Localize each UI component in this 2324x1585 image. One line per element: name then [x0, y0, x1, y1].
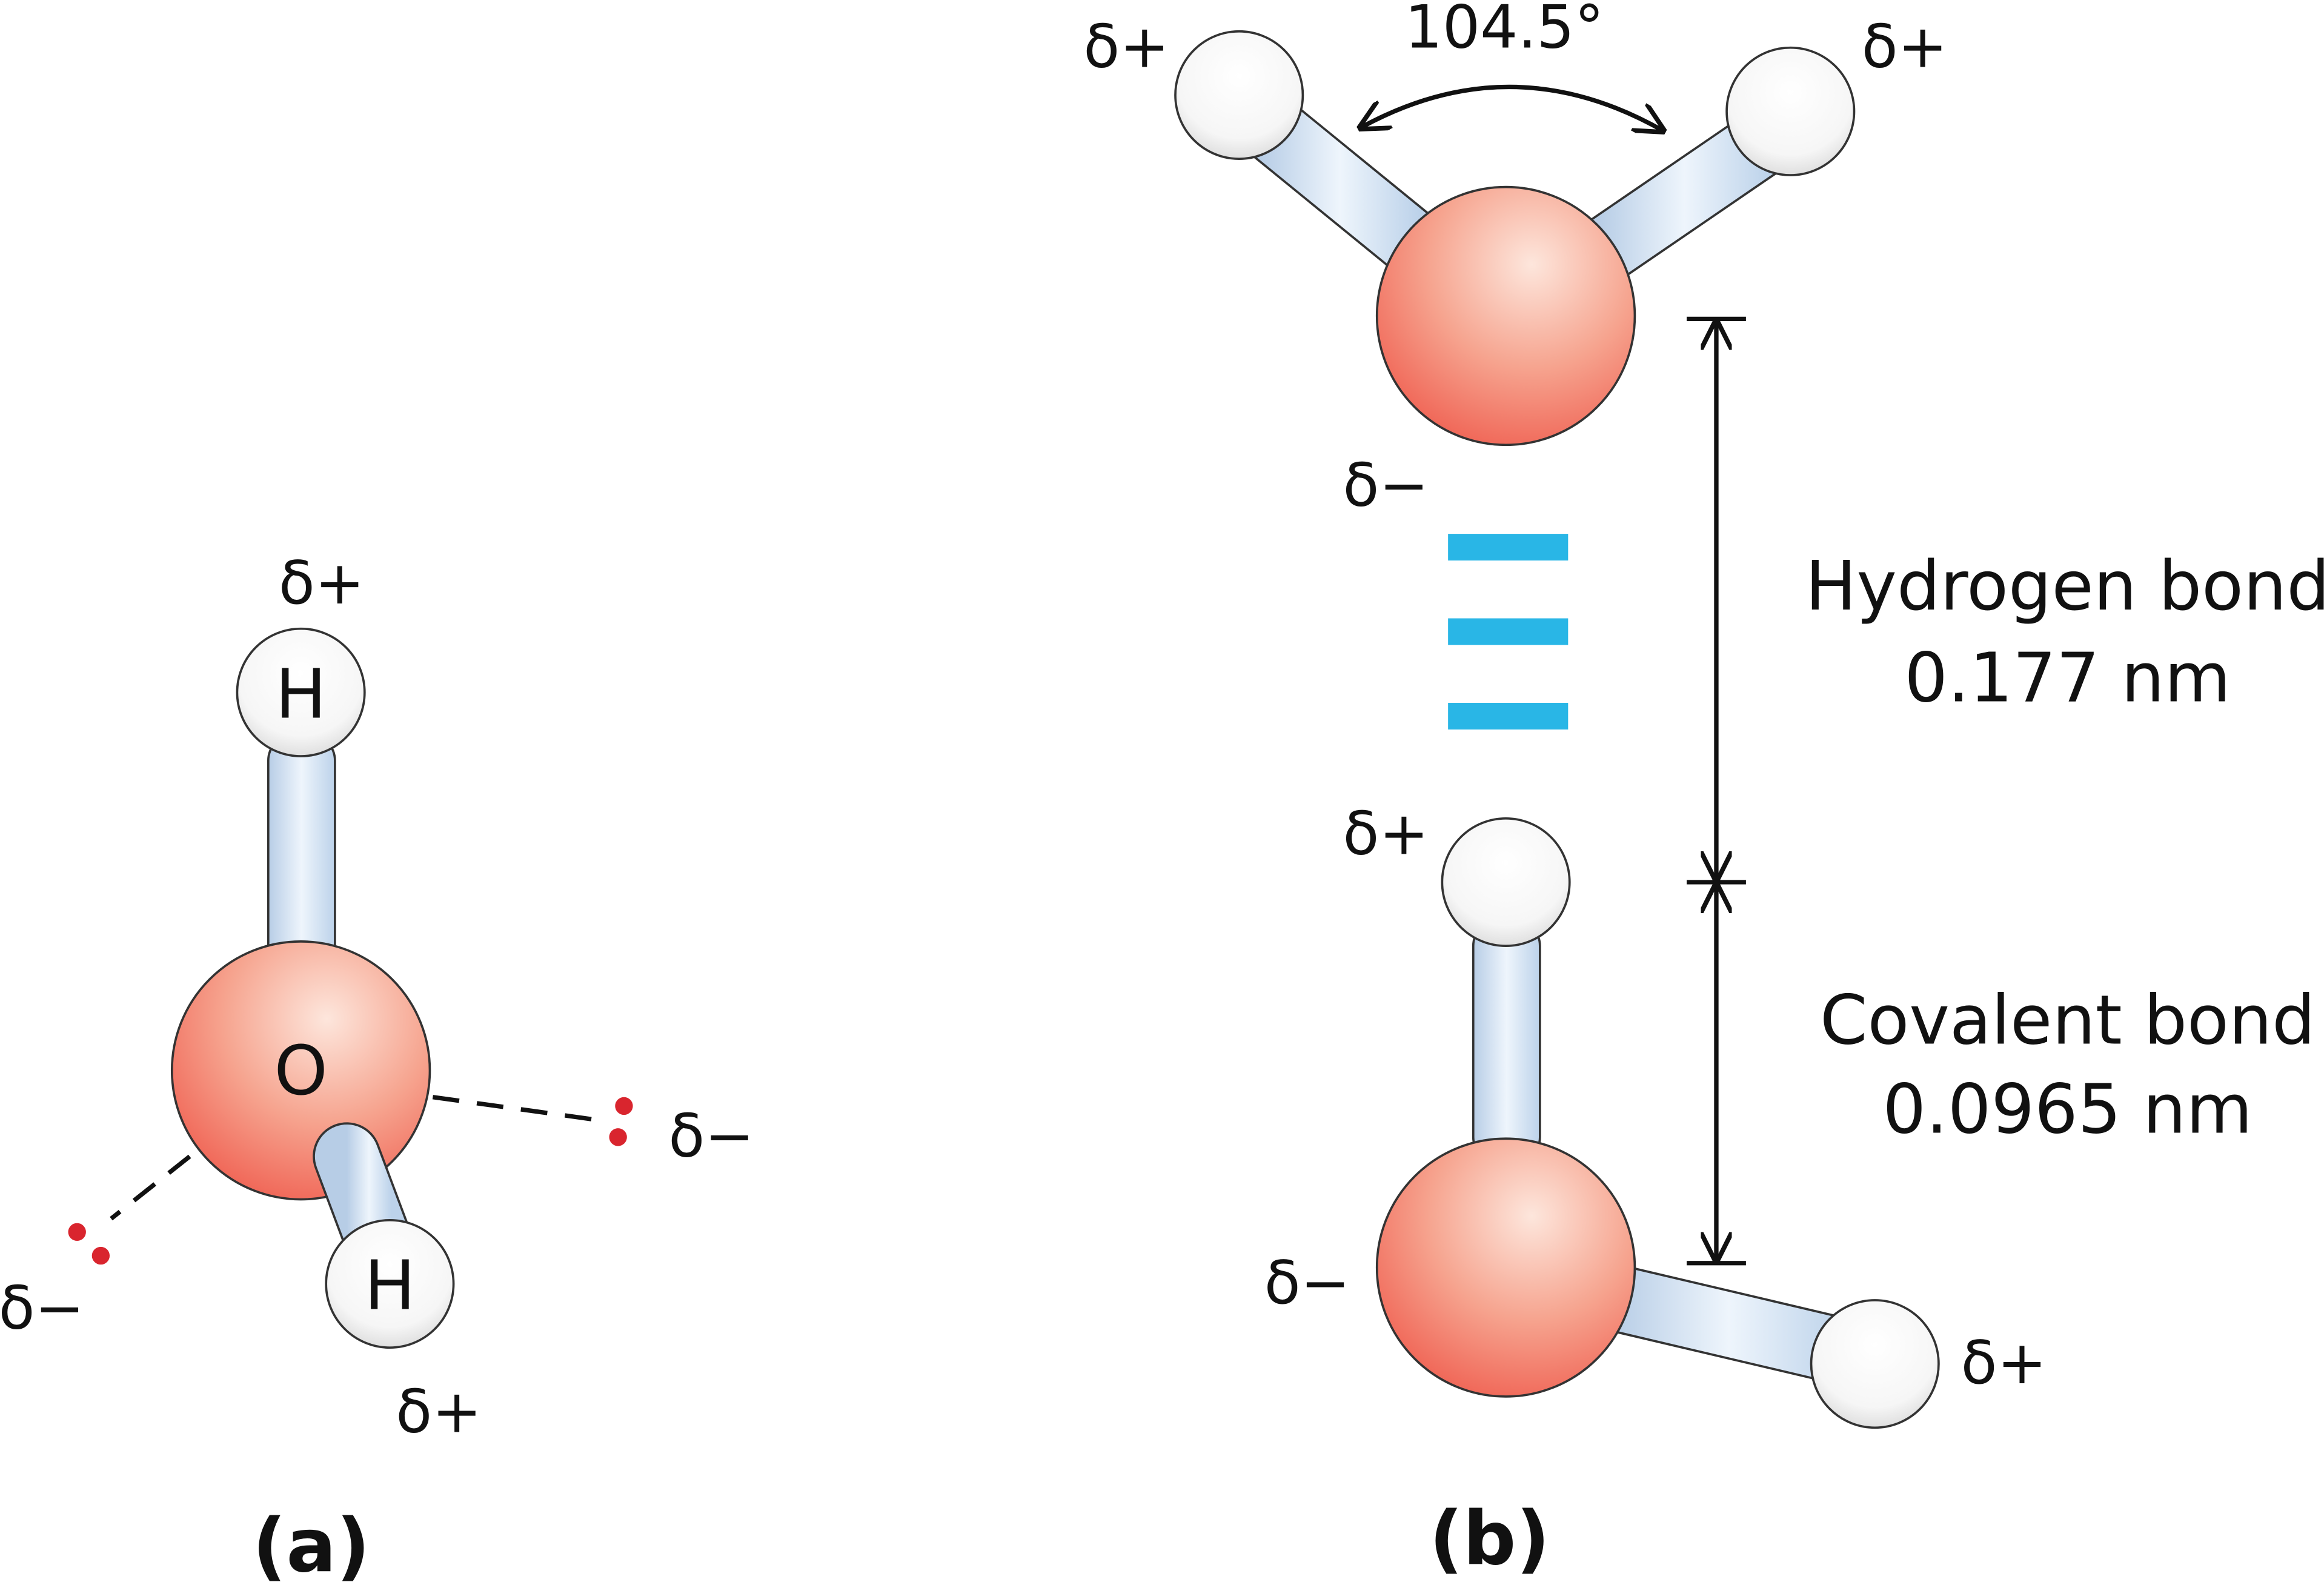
hydrogen-atom-top-right — [1725, 46, 1856, 176]
hydrogen-atom-bottom — [325, 1218, 455, 1349]
charge-label: δ+ — [396, 1378, 482, 1447]
hydrogen-symbol-bottom: H — [364, 1246, 416, 1326]
hydrogen-atom-bottom-right — [1810, 1299, 1940, 1429]
covalent-bond-label: Covalent bond — [1820, 981, 2316, 1060]
covalent-bond-top — [267, 733, 336, 972]
covalent-bond-vertical — [1472, 918, 1541, 1165]
covalent-bond-length: 0.0965 nm — [1883, 1069, 2253, 1149]
charge-label: δ− — [0, 1274, 84, 1343]
oxygen-atom-top — [1375, 185, 1636, 447]
panel-label-a: (a) — [253, 1503, 370, 1585]
bond-angle-arrow — [1361, 84, 1663, 130]
lone-pair-dot — [91, 1246, 110, 1265]
hydrogen-atom-top-left — [1174, 30, 1304, 160]
charge-label: δ+ — [1961, 1329, 2047, 1398]
dimension-line — [1687, 316, 1746, 1266]
charge-label: δ− — [1264, 1249, 1350, 1318]
hydrogen-bond-label: Hydrogen bond — [1805, 547, 2324, 626]
panel-a: O H H δ+ δ+ δ− δ− (a) — [0, 549, 754, 1585]
charge-label: δ+ — [279, 549, 365, 618]
covalent-bond-top-left-fill — [1227, 87, 1452, 281]
lone-pair-dot — [68, 1223, 86, 1241]
oxygen-symbol: O — [274, 1031, 328, 1111]
charge-label: δ+ — [1343, 800, 1429, 869]
hydrogen-bond-bar — [1448, 534, 1569, 561]
hydrogen-symbol-top: H — [275, 654, 327, 734]
lone-pair-dash-left — [110, 1154, 191, 1221]
oxygen-atom-bottom — [1375, 1137, 1636, 1398]
lone-pair-dot — [609, 1128, 627, 1146]
hydrogen-bond-length: 0.177 nm — [1904, 639, 2231, 718]
bond-angle-label: 104.5° — [1405, 0, 1604, 62]
covalent-bond-bottom-right-fill — [1581, 1265, 1877, 1384]
covalent-bond-top-right-fill — [1565, 104, 1804, 287]
lone-pair-dot — [615, 1097, 633, 1115]
panel-b: 104.5° δ+ δ+ δ− δ+ δ− δ+ Hydrogen bond 0… — [1083, 0, 2324, 1581]
charge-label: δ− — [1343, 451, 1429, 520]
hydrogen-atom-top — [236, 627, 366, 757]
charge-label: δ+ — [1083, 12, 1169, 81]
panel-label-b: (b) — [1429, 1495, 1550, 1581]
charge-label: δ− — [668, 1102, 754, 1171]
charge-label: δ+ — [1862, 12, 1948, 81]
hydrogen-bond-bar — [1448, 618, 1569, 645]
lone-pair-dash-right — [432, 1095, 594, 1122]
hydrogen-bond-bar — [1448, 702, 1569, 730]
hydrogen-atom-bottom-top — [1441, 817, 1571, 948]
